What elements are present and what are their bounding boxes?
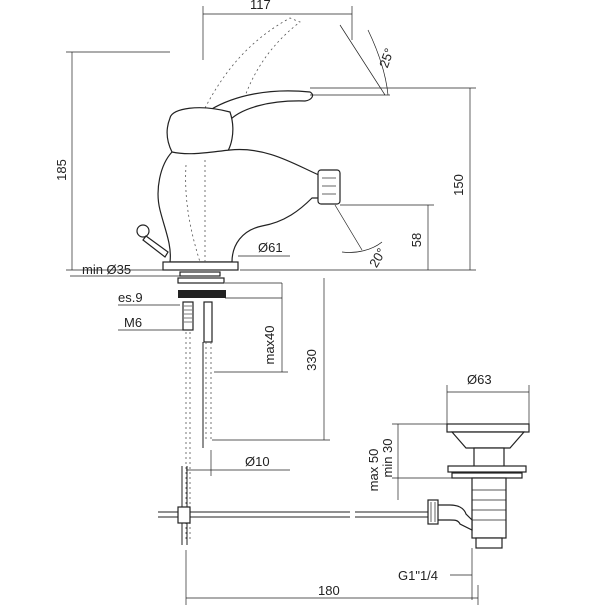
dim-min-30: min 30 bbox=[380, 438, 395, 477]
dimension-lines bbox=[66, 6, 530, 605]
waste-assembly bbox=[427, 423, 530, 549]
dim-es9: es.9 bbox=[118, 290, 143, 305]
dim-117: 117 bbox=[250, 0, 271, 12]
dim-25-degree: 25° bbox=[376, 46, 397, 70]
dimension-labels: 117 25° 185 150 58 20° Ø61 min Ø35 es.9 … bbox=[54, 0, 492, 598]
dim-min-35: min Ø35 bbox=[82, 262, 131, 277]
dim-diameter-63: Ø63 bbox=[467, 372, 492, 387]
faucet-body bbox=[136, 17, 341, 271]
dim-max-50: max 50 bbox=[366, 449, 381, 492]
dim-diameter-10: Ø10 bbox=[245, 454, 270, 469]
dim-g1-1-4: G1"1/4 bbox=[398, 568, 438, 583]
dim-150: 150 bbox=[451, 174, 466, 196]
dim-58: 58 bbox=[409, 233, 424, 247]
dim-diameter-61: Ø61 bbox=[258, 240, 283, 255]
dim-185: 185 bbox=[54, 159, 69, 181]
popup-rod bbox=[158, 466, 430, 545]
dim-180: 180 bbox=[318, 583, 340, 598]
dim-330: 330 bbox=[304, 349, 319, 371]
dim-m6: M6 bbox=[124, 315, 142, 330]
mounting-section bbox=[177, 271, 226, 540]
dim-max40: max40 bbox=[262, 325, 277, 364]
